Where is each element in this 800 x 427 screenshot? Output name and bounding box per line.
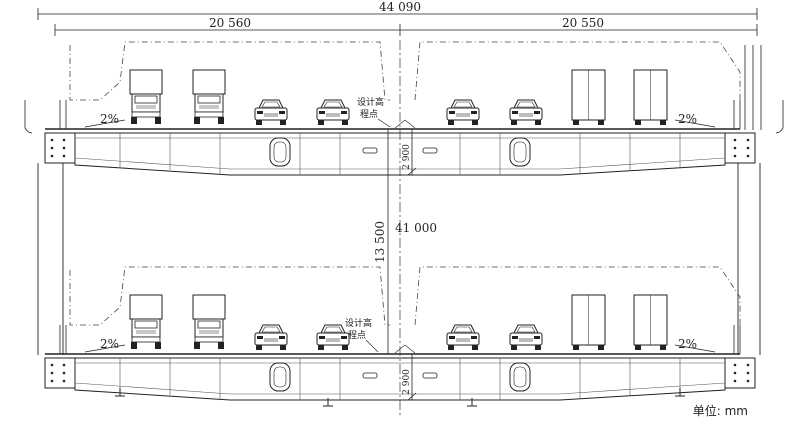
- design-elevation-top-line2: 程点: [360, 109, 378, 120]
- deck-spacing-label: 13 500: [373, 221, 387, 263]
- design-elevation-bottom-line2: 程点: [348, 330, 366, 341]
- overall-width-dimension: [37, 8, 758, 36]
- bearings: [115, 388, 685, 407]
- girder-height-top-label: 2 900: [402, 144, 412, 170]
- total-width-label: 44 090: [379, 0, 421, 14]
- left-half-width-label: 20 560: [209, 16, 251, 30]
- slope-label-bottom-right: 2%: [678, 337, 697, 351]
- girder-height-bottom-label: 2 900: [402, 369, 412, 395]
- side-columns: [37, 163, 761, 355]
- edge-railings: [24, 45, 784, 134]
- span-label: 41 000: [395, 221, 437, 235]
- design-elevation-bottom-line1: 设计高: [345, 317, 372, 329]
- slope-label-top-right: 2%: [678, 112, 697, 126]
- slope-label-top-left: 2%: [100, 112, 119, 126]
- right-half-width-label: 20 550: [562, 16, 604, 30]
- unit-label: 单位: mm: [692, 404, 748, 418]
- design-elevation-top-line1: 设计高: [357, 96, 384, 108]
- slope-label-bottom-left: 2%: [100, 337, 119, 351]
- vertical-dimensions: [383, 128, 417, 401]
